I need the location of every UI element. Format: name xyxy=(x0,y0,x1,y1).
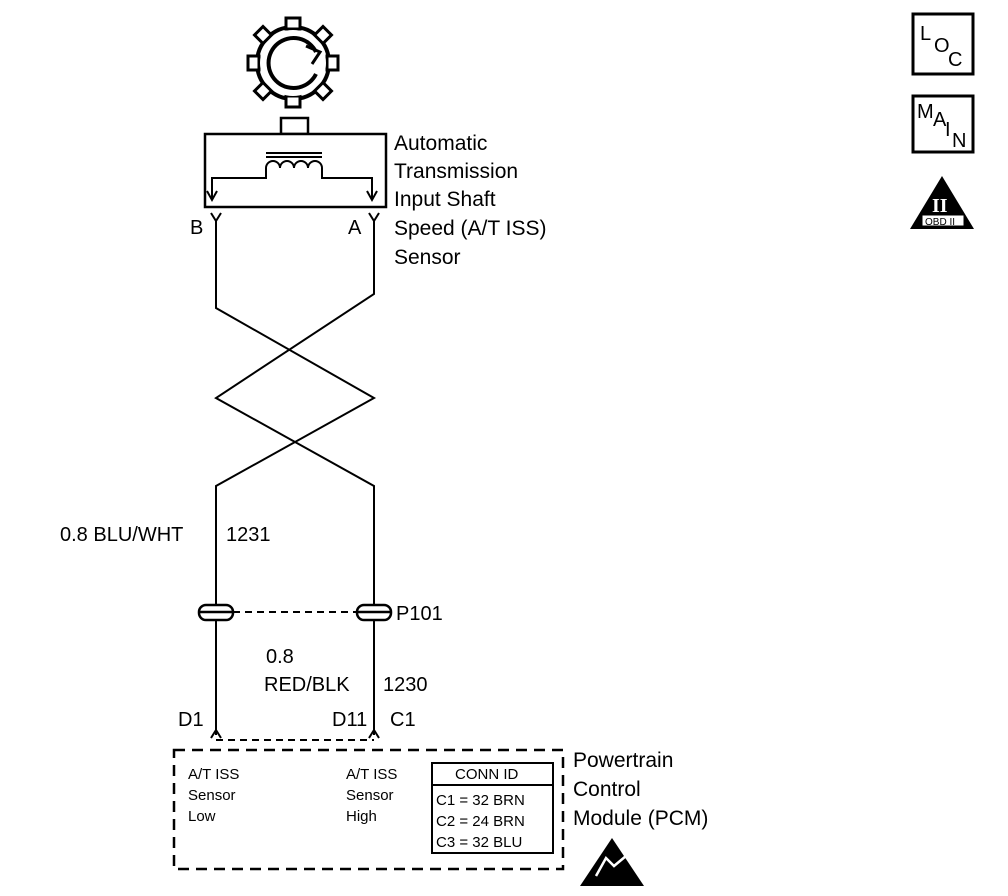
conn-id-row: C3 = 32 BLU xyxy=(436,834,522,851)
connector-p101-label: P101 xyxy=(396,603,443,625)
svg-text:C: C xyxy=(948,49,962,71)
iss-sensor-body xyxy=(203,116,388,209)
svg-text:N: N xyxy=(952,130,966,152)
loc-icon: L O C xyxy=(911,12,975,76)
pcm-pin-d11-label: D11 xyxy=(332,709,367,731)
pcm-low-label: A/T ISS Sensor Low xyxy=(188,766,244,825)
sensor-pin-b-label: B xyxy=(190,217,203,239)
pcm-pin-d1-fork xyxy=(210,728,222,739)
pcm-pin-d11-fork xyxy=(368,728,380,739)
wire1-gauge-color: 0.8 BLU/WHT xyxy=(60,524,183,546)
esd-warning-icon xyxy=(580,838,644,886)
wire-low xyxy=(215,221,377,735)
wire2-circuit: 1230 xyxy=(383,674,428,696)
wire2-color: RED/BLK xyxy=(264,674,350,696)
wire-high xyxy=(214,221,375,735)
pcm-high-label: A/T ISS Sensor High xyxy=(346,766,402,825)
pcm-title: Powertrain Control Module (PCM) xyxy=(573,749,708,830)
conn-id-table: CONN ID C1 = 32 BRN C2 = 24 BRN C3 = 32 … xyxy=(431,762,554,854)
wire1-circuit: 1231 xyxy=(226,524,271,546)
pcm-module-box xyxy=(172,748,565,871)
obd-ii-numeral: II xyxy=(932,195,948,217)
svg-text:A: A xyxy=(933,109,947,131)
conn-id-row: C1 = 32 BRN xyxy=(436,792,525,809)
svg-text:I: I xyxy=(945,119,951,141)
sensor-pin-a-label: A xyxy=(348,217,362,239)
svg-text:M: M xyxy=(917,101,934,123)
obd-ii-text: OBD II xyxy=(925,217,955,228)
pcm-pin-c1-label: C1 xyxy=(390,709,416,731)
inline-connector-p101 xyxy=(197,603,393,622)
obd-ii-icon: II OBD II xyxy=(910,176,974,229)
conn-id-row: C2 = 24 BRN xyxy=(436,813,525,830)
sensor-title: Automatic Transmission Input Shaft Speed… xyxy=(394,132,552,269)
reluctor-wheel-icon xyxy=(246,16,340,109)
wire2-gauge: 0.8 xyxy=(266,646,294,668)
svg-text:L: L xyxy=(920,23,931,45)
conn-id-title: CONN ID xyxy=(455,766,519,783)
pcm-pin-d1-label: D1 xyxy=(178,709,204,731)
svg-text:O: O xyxy=(934,35,950,57)
connector-fork-b xyxy=(210,212,222,223)
connector-fork-a xyxy=(368,212,380,223)
main-icon: M A I N xyxy=(911,94,975,154)
